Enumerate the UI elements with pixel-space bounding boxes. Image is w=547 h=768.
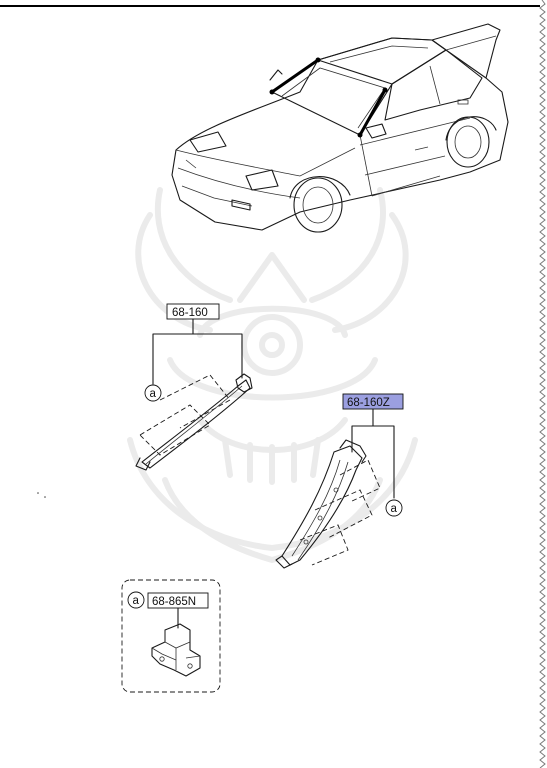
part-68-865N-group: a 68-865N bbox=[121, 579, 221, 693]
pillar-trim-right-highlight bbox=[358, 88, 387, 137]
callout-a-right bbox=[385, 499, 403, 517]
pillar-trim-left-highlight bbox=[270, 58, 320, 94]
part-label-68-160[interactable]: 68-160 bbox=[172, 307, 208, 319]
callout-a-left bbox=[144, 384, 162, 402]
part-68-160Z-group: 68-160Z a bbox=[275, 393, 404, 569]
callout-a-right-letter: a bbox=[391, 503, 398, 515]
callout-a-inset-letter: a bbox=[133, 595, 140, 607]
watermark-emblem bbox=[127, 187, 418, 563]
callout-a-inset bbox=[127, 591, 145, 609]
part-68-160-group: 68-160 a bbox=[135, 303, 253, 471]
part-label-68-865N[interactable]: 68-865N bbox=[152, 596, 196, 608]
callout-a-left-letter: a bbox=[150, 388, 157, 400]
part-label-68-160Z[interactable]: 68-160Z bbox=[347, 397, 390, 409]
car-illustration bbox=[171, 23, 509, 233]
right-edge-pattern bbox=[539, 0, 546, 768]
clip-inset-box bbox=[121, 579, 221, 693]
edge-zigzag-line bbox=[539, 0, 546, 768]
clip-position-box-left bbox=[159, 374, 231, 429]
